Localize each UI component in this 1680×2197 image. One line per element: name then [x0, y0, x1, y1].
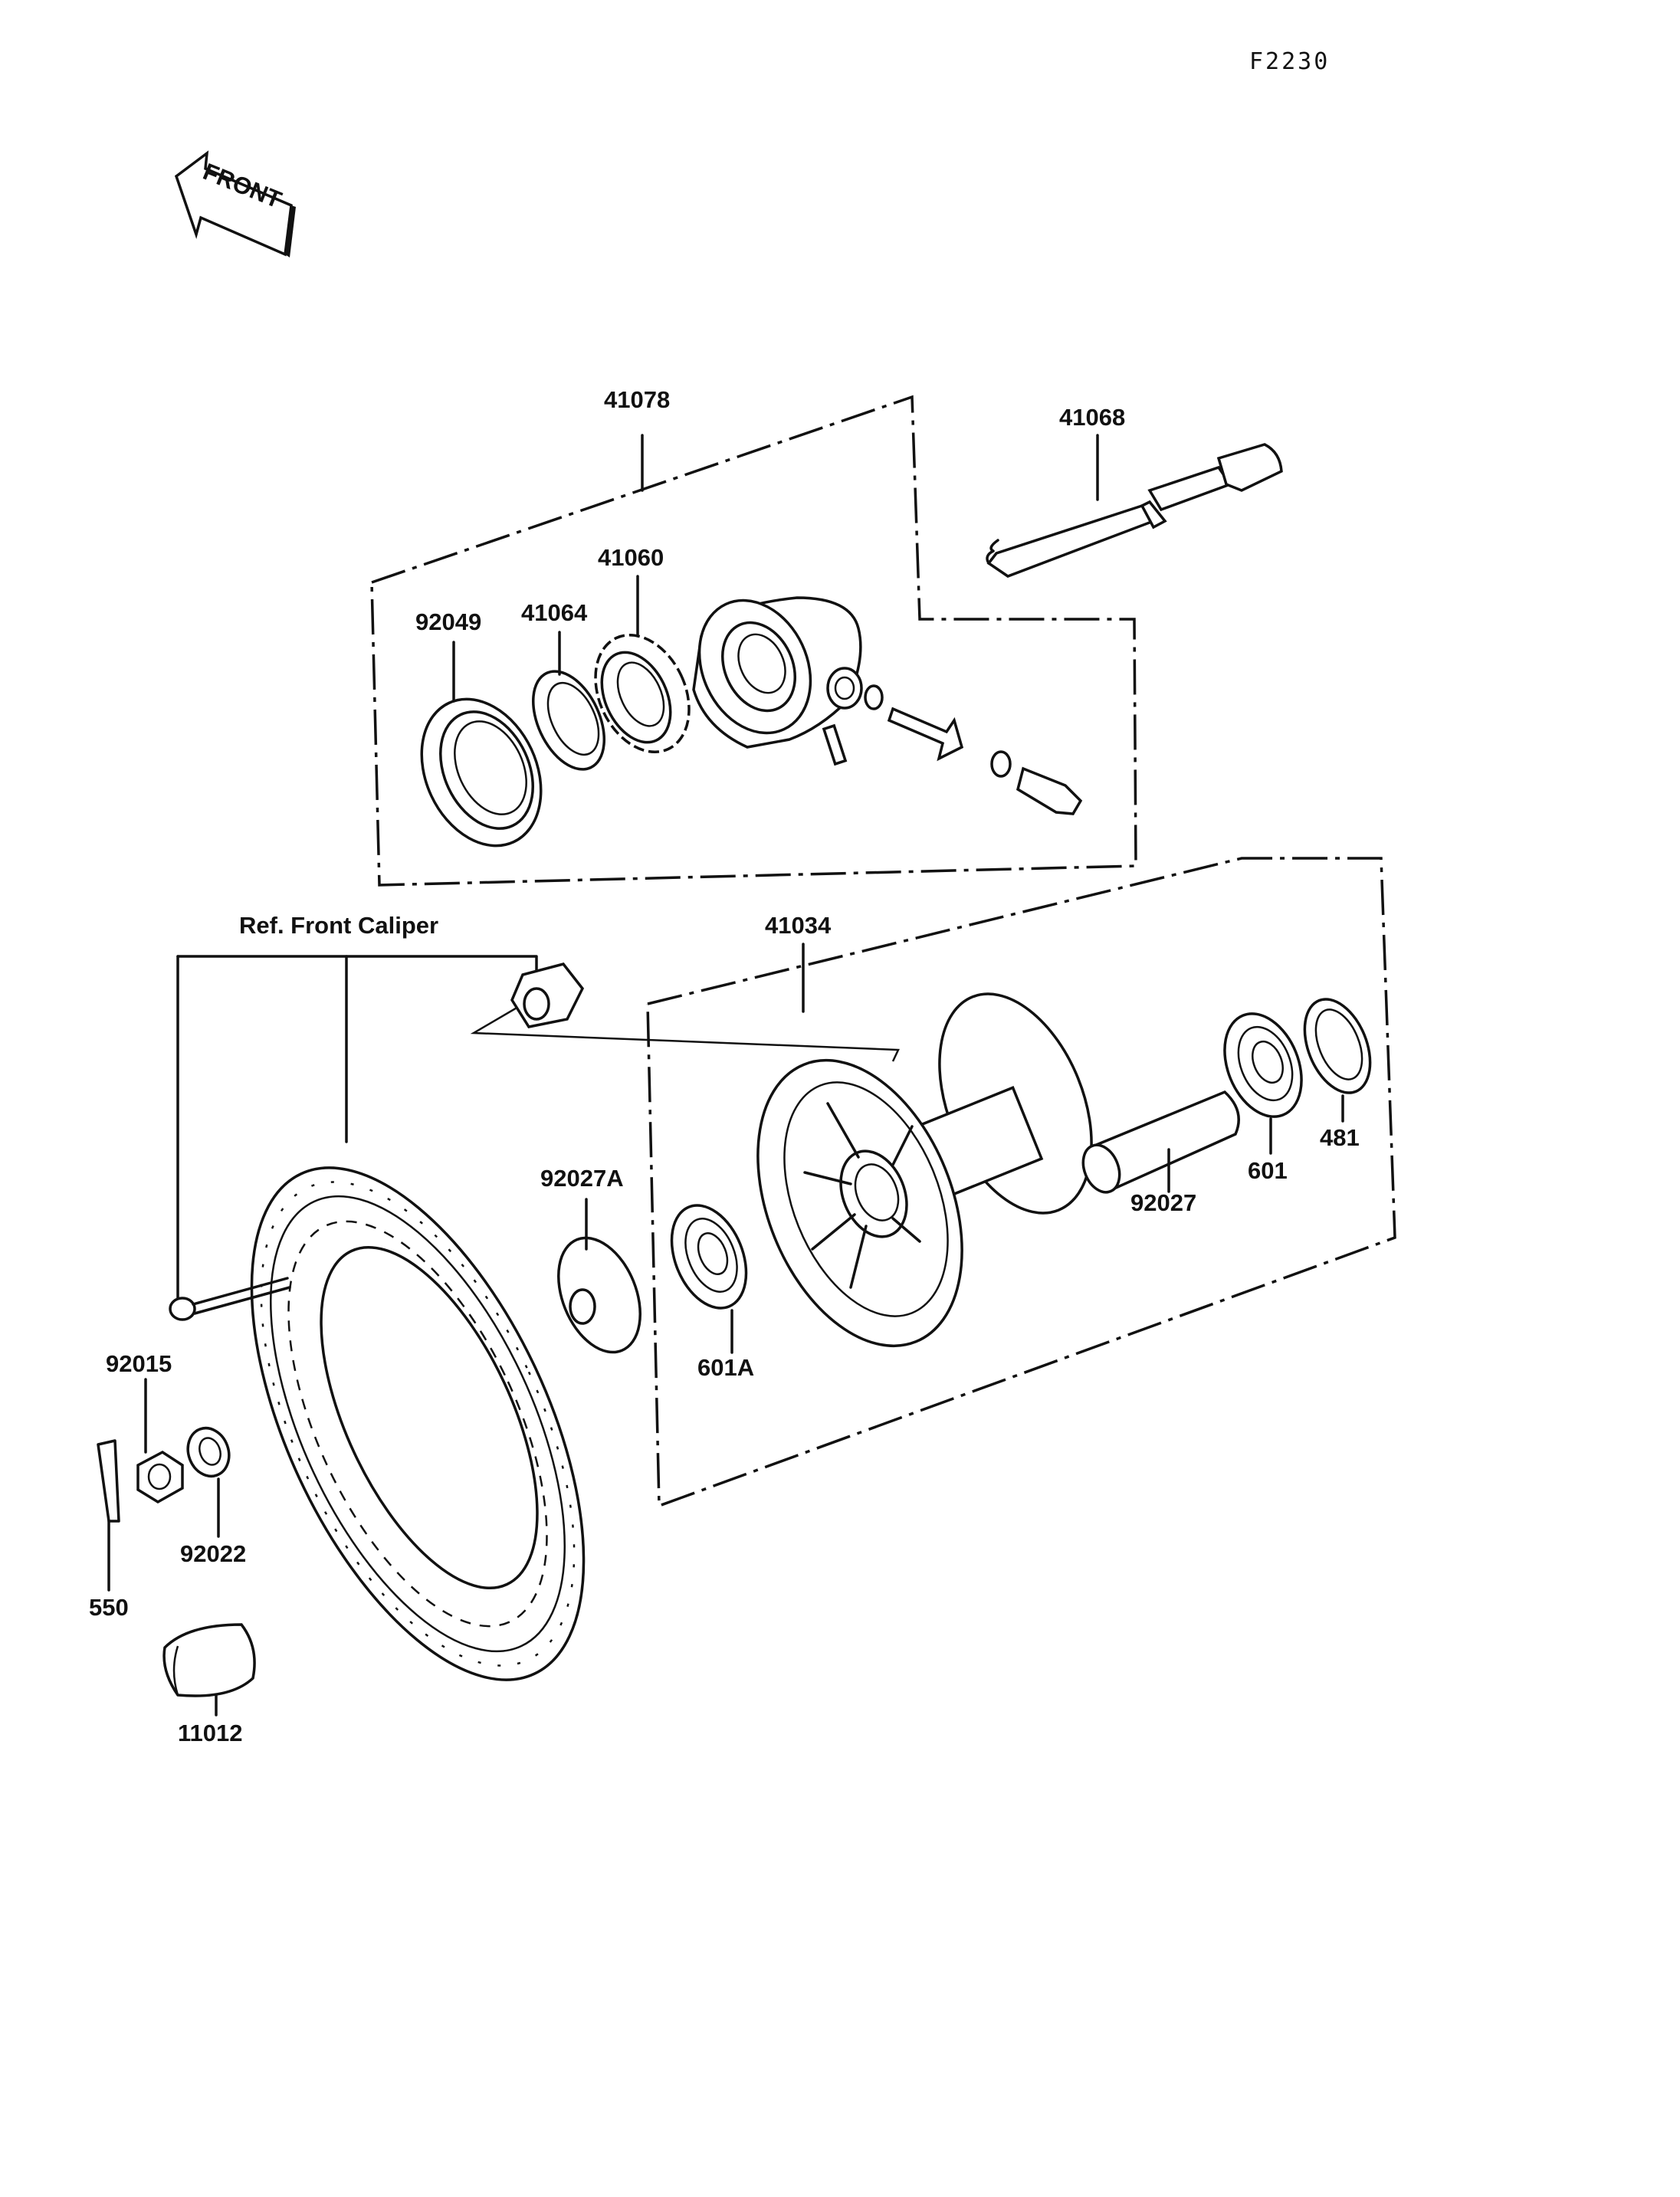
circlip-481 [1303, 998, 1372, 1094]
label-92027: 92027 [1130, 1189, 1196, 1216]
gear-housing [692, 596, 863, 749]
assembly-41078-outline [370, 395, 1137, 887]
brake-disc [250, 1166, 586, 1681]
front-arrow-icon: FRONT [174, 150, 296, 257]
label-550: 550 [89, 1594, 129, 1621]
label-41034: 41034 [765, 912, 832, 939]
washer-41064 [531, 670, 606, 771]
cotter-pin-550 [97, 1439, 120, 1592]
gear-41060 [594, 633, 691, 754]
collar-92027A [557, 1236, 641, 1354]
bearing-601A [670, 1204, 748, 1310]
caliper-nut [510, 962, 585, 1028]
label-41068: 41068 [1059, 404, 1125, 431]
label-41064: 41064 [521, 599, 588, 626]
label-92027A: 92027A [540, 1165, 624, 1192]
label-92015: 92015 [106, 1350, 172, 1377]
spacer-92027 [1081, 1090, 1240, 1194]
oil-seal-92049 [420, 697, 543, 848]
label-11012: 11012 [178, 1720, 243, 1746]
disc-bolt [169, 1277, 291, 1321]
label-92049: 92049 [415, 608, 481, 635]
drive-pin-set [822, 684, 1083, 815]
cap-11012 [162, 1623, 256, 1697]
diagram-code: F2230 [1249, 48, 1330, 75]
bearing-601 [1223, 1012, 1303, 1118]
axle-41068 [986, 443, 1283, 578]
washer-92022 [186, 1426, 231, 1478]
label-601: 601 [1248, 1157, 1288, 1184]
label-41078: 41078 [604, 386, 670, 413]
assembly-41034-outline [646, 857, 1396, 1508]
wheel-hub [756, 992, 1093, 1348]
label-601A: 601A [697, 1354, 754, 1381]
label-92022: 92022 [180, 1540, 246, 1567]
nut-92015 [136, 1450, 184, 1504]
reference-label: Ref. Front Caliper [239, 912, 438, 939]
label-41060: 41060 [598, 544, 664, 571]
label-481: 481 [1320, 1124, 1360, 1151]
caliper-reference-bracket [176, 955, 900, 1304]
